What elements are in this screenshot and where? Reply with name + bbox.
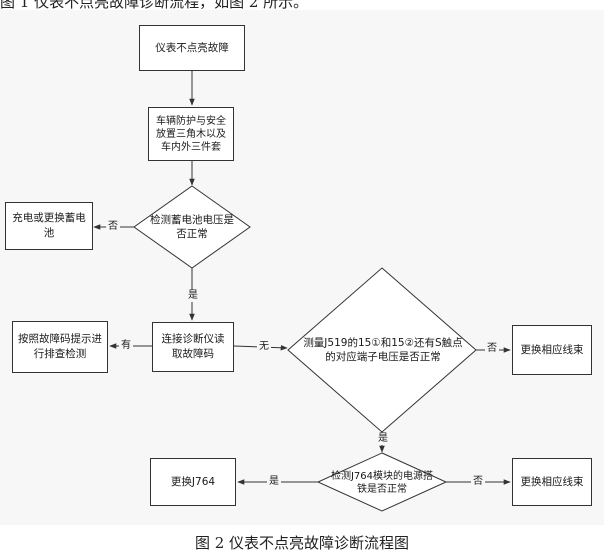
figure-caption: 图 2 仪表不点亮故障诊断流程图 [194, 534, 410, 552]
follow-fault-code-box: 按照故障码提示进行排查检测 [12, 321, 108, 373]
replace-harness-box-2: 更换相应线束 [512, 458, 592, 506]
flowchart-connectors [93, 70, 511, 512]
diagnostic-tool-box: 连接诊断仪读取故障码 [152, 322, 234, 372]
previous-text-line: 图 1 仪表不点亮故障诊断流程，如图 2 所示。 [0, 0, 309, 11]
flowchart-area: 仪表不点亮故障 车辆防护与安全放置三角木以及车内外三件套 检测蓄电池电压是否正常… [0, 10, 604, 525]
measure-no-label: 否 [485, 343, 499, 355]
battery-no-label: 否 [106, 221, 120, 233]
j764-decision-text: 检测J764模块的电源搭铁是否正常 [330, 471, 434, 495]
previous-text-fragment: 图 1 仪表不点亮故障诊断流程，如图 2 所示。 [0, 0, 604, 12]
measure-yes-label: 是 [376, 433, 390, 445]
replace-j764-box: 更换J764 [150, 458, 236, 506]
code-none-label: 无 [257, 341, 271, 353]
battery-decision-text: 检测蓄电池电压是否正常 [150, 214, 234, 240]
battery-yes-label: 是 [186, 290, 200, 302]
measure-decision-text: 测量J519的15①和15②还有S触点的对应端子电压是否正常 [303, 337, 463, 363]
start-box: 仪表不点亮故障 [139, 25, 245, 71]
j764-no-label: 否 [471, 476, 485, 488]
code-yes-label: 有 [119, 340, 133, 352]
j764-decision-diamond [316, 452, 448, 512]
protection-box: 车辆防护与安全放置三角木以及车内外三件套 [148, 107, 234, 161]
replace-harness-box-1: 更换相应线束 [512, 325, 592, 375]
j764-yes-label: 是 [267, 476, 281, 488]
charge-battery-box: 充电或更换蓄电池 [5, 202, 93, 250]
